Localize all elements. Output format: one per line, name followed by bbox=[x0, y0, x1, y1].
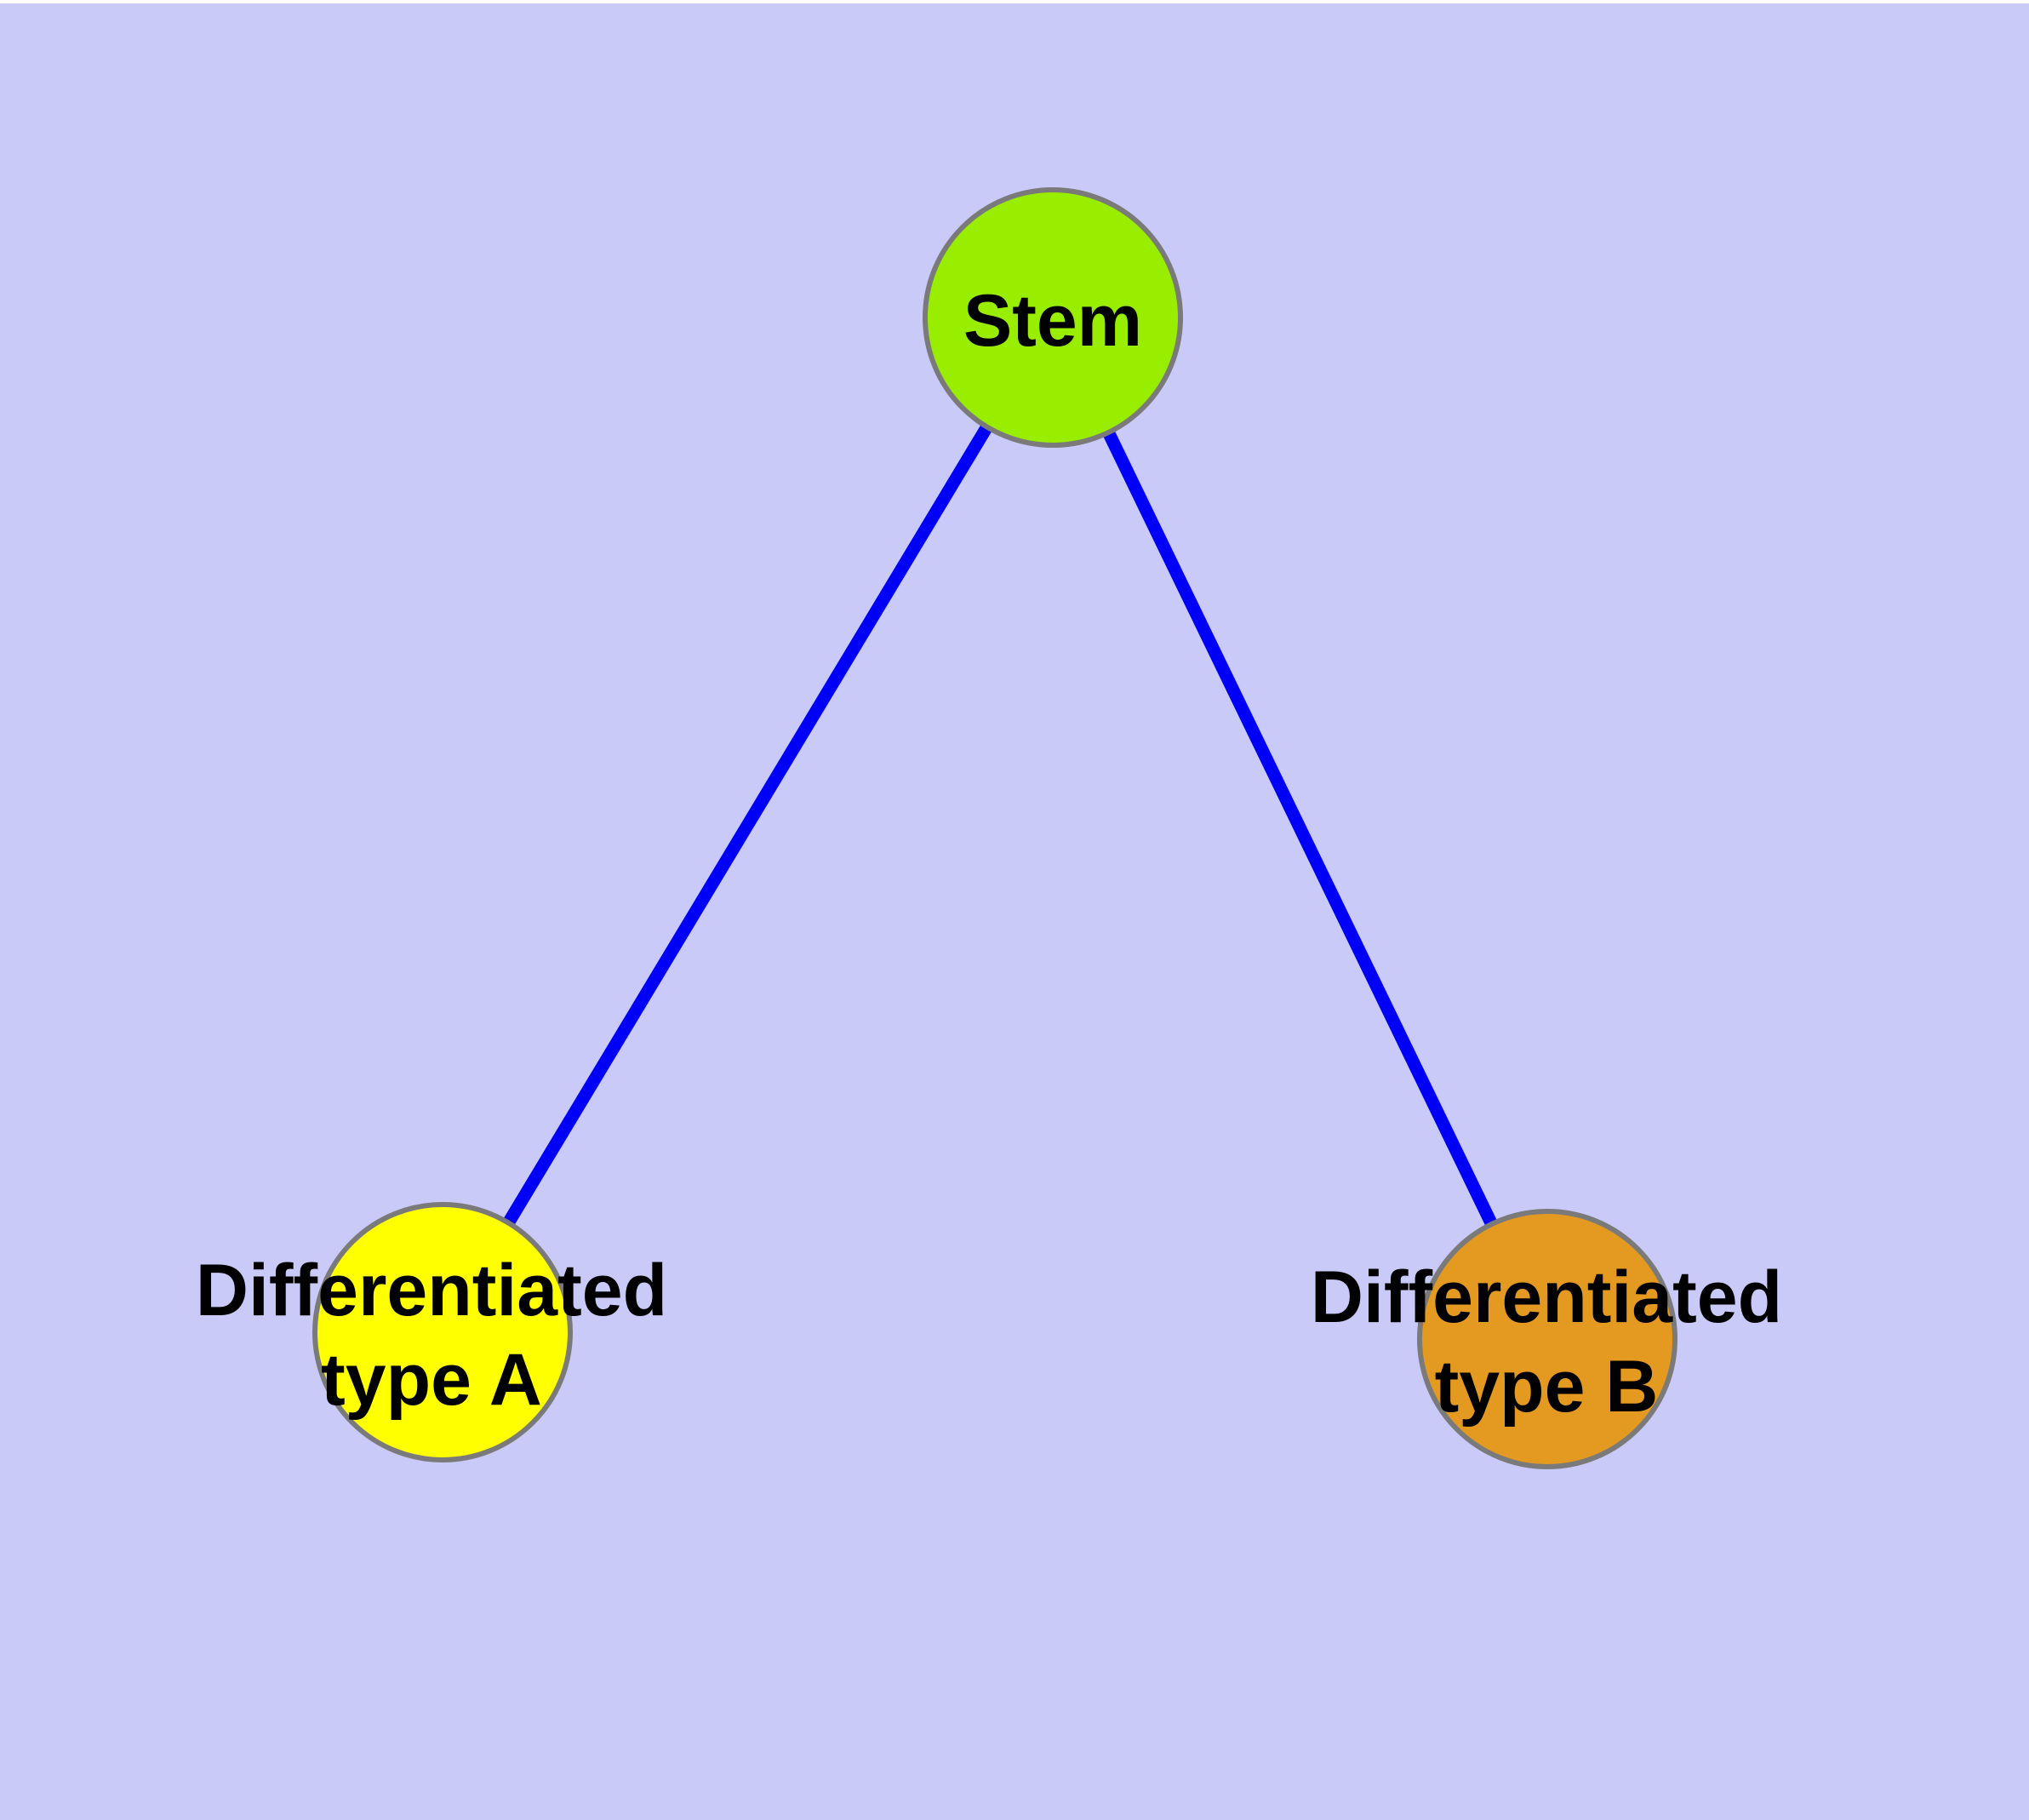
node-stem-label: Stem bbox=[963, 280, 1142, 362]
node-type-a-label-line-1: Differentiated bbox=[196, 1250, 667, 1331]
node-type-a-label-line-2: type A bbox=[321, 1339, 542, 1421]
node-type-b-label-line-1: Differentiated bbox=[1311, 1256, 1782, 1338]
node-type-b-label-line-2: type B bbox=[1435, 1346, 1659, 1428]
edge-stem-to-type-a[interactable] bbox=[437, 314, 1059, 1336]
edge-stem-to-type-b[interactable] bbox=[1047, 314, 1553, 1342]
node-differentiated-type-a[interactable] bbox=[312, 1202, 573, 1462]
node-differentiated-type-b[interactable] bbox=[1417, 1209, 1677, 1469]
node-stem[interactable] bbox=[923, 187, 1183, 448]
top-margin-strip bbox=[0, 0, 2029, 3]
